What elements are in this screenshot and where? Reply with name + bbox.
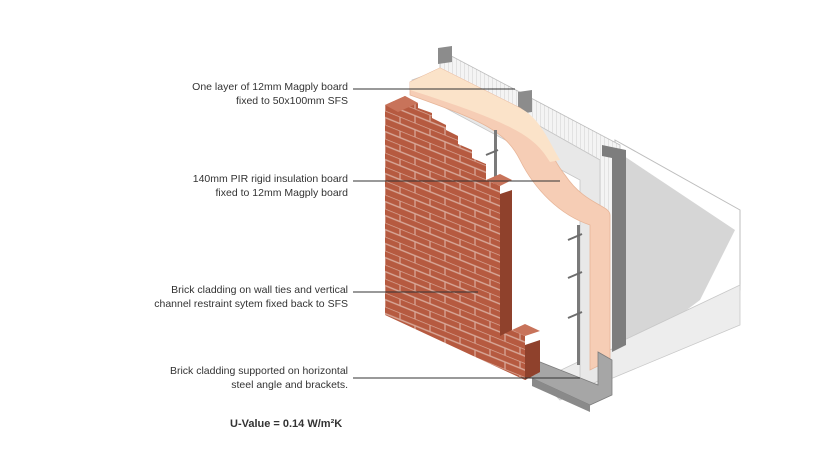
- background-wall-block: [539, 139, 741, 401]
- callout-magply-board: One layer of 12mm Magply board fixed to …: [192, 80, 348, 108]
- u-value-label: U-Value = 0.14 W/m²K: [230, 418, 343, 430]
- callout-brick-ties-line2: channel restraint sytem fixed back to SF…: [154, 298, 348, 310]
- callout-steel-angle-line1: Brick cladding supported on horizontal: [169, 365, 348, 377]
- callout-brick-ties-line1: Brick cladding on wall ties and vertical: [171, 284, 348, 296]
- leader-lines: [353, 88, 580, 379]
- callout-pir-insulation: 140mm PIR rigid insulation board fixed t…: [193, 172, 348, 200]
- callout-steel-angle: Brick cladding supported on horizontal s…: [170, 364, 348, 392]
- brick-cladding: [385, 96, 540, 380]
- callout-magply-line2: fixed to 50x100mm SFS: [235, 95, 348, 107]
- callout-pir-line2: fixed to 12mm Magply board: [215, 187, 348, 199]
- callout-steel-angle-line2: steel angle and brackets.: [231, 379, 348, 391]
- callout-brick-wall-ties: Brick cladding on wall ties and vertical…: [154, 283, 348, 311]
- callout-magply-line1: One layer of 12mm Magply board: [192, 81, 348, 93]
- callout-pir-line1: 140mm PIR rigid insulation board: [192, 173, 348, 185]
